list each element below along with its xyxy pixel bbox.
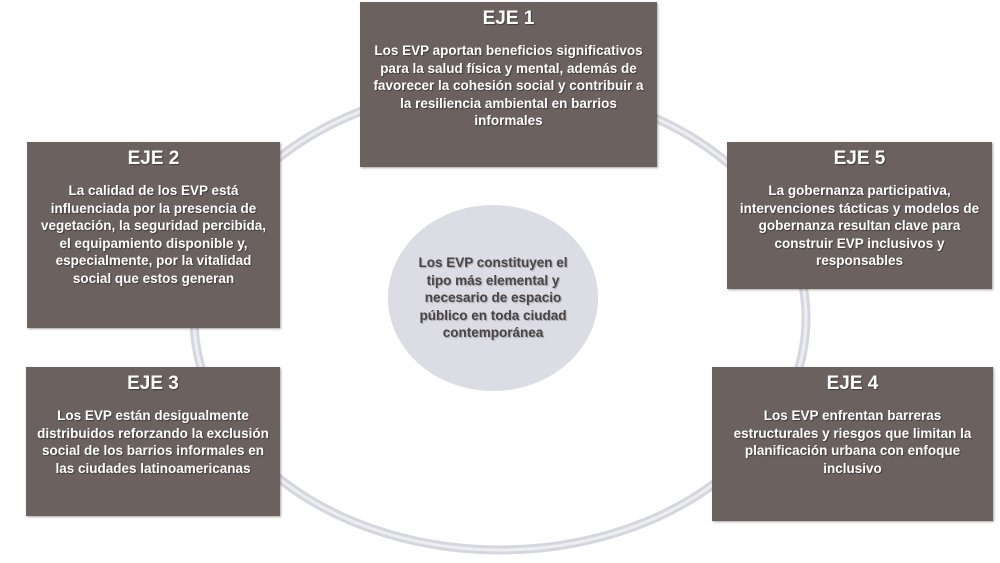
axis-3-box: EJE 3 Los EVP están desigualmente distri… [26,367,280,516]
axis-1-box: EJE 1 Los EVP aportan beneficios signifi… [360,2,657,167]
axis-5-text: La gobernanza participativa, intervencio… [739,183,980,268]
axis-2-box: EJE 2 La calidad de los EVP está influen… [27,142,280,328]
axis-4-text: Los EVP enfrentan barreras estructurales… [733,408,972,476]
central-idea-circle: Los EVP constituyen el tipo más elementa… [388,205,598,391]
axis-1-title: EJE 1 [482,8,535,29]
axis-1-text: Los EVP aportan beneficios significativo… [373,43,644,128]
axis-2-title: EJE 2 [127,148,180,169]
axis-5-title: EJE 5 [833,148,886,169]
axis-4-box: EJE 4 Los EVP enfrentan barreras estruct… [712,367,993,521]
axis-4-title: EJE 4 [826,373,879,394]
axis-3-title: EJE 3 [127,373,179,394]
central-idea-text: Los EVP constituyen el tipo más elementa… [418,255,568,341]
axis-2-text: La calidad de los EVP está influenciada … [40,183,267,286]
axis-3-text: Los EVP están desigualmente distribuidos… [37,408,269,476]
axis-5-box: EJE 5 La gobernanza participativa, inter… [727,142,992,289]
